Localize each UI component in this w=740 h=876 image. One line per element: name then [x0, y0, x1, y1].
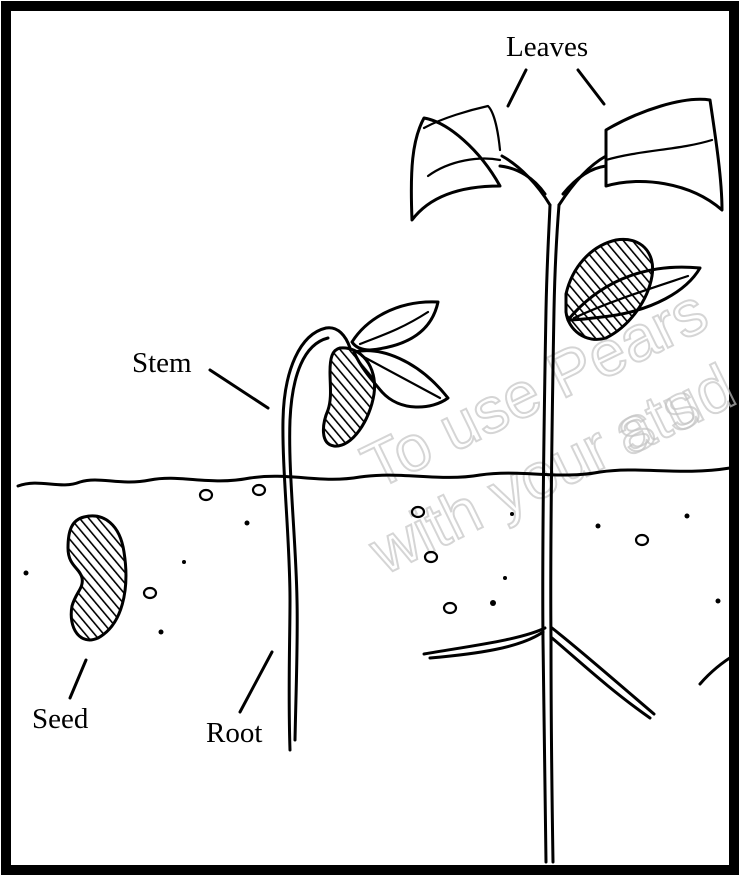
seed-pointer [70, 660, 86, 698]
label-seed: Seed [32, 703, 89, 735]
label-stem: Stem [132, 347, 192, 379]
label-root: Root [206, 717, 262, 749]
watermark: To use Pears with your stud a s [323, 274, 740, 588]
leaves-pointer-left [508, 70, 526, 106]
bean-seed [68, 516, 126, 640]
leaves-pointer-right [578, 70, 604, 104]
leaf-left [411, 118, 500, 220]
root-pointer [240, 652, 272, 712]
stem-pointer [210, 370, 268, 408]
label-leaves: Leaves [506, 31, 588, 63]
leaf-right [606, 99, 722, 210]
